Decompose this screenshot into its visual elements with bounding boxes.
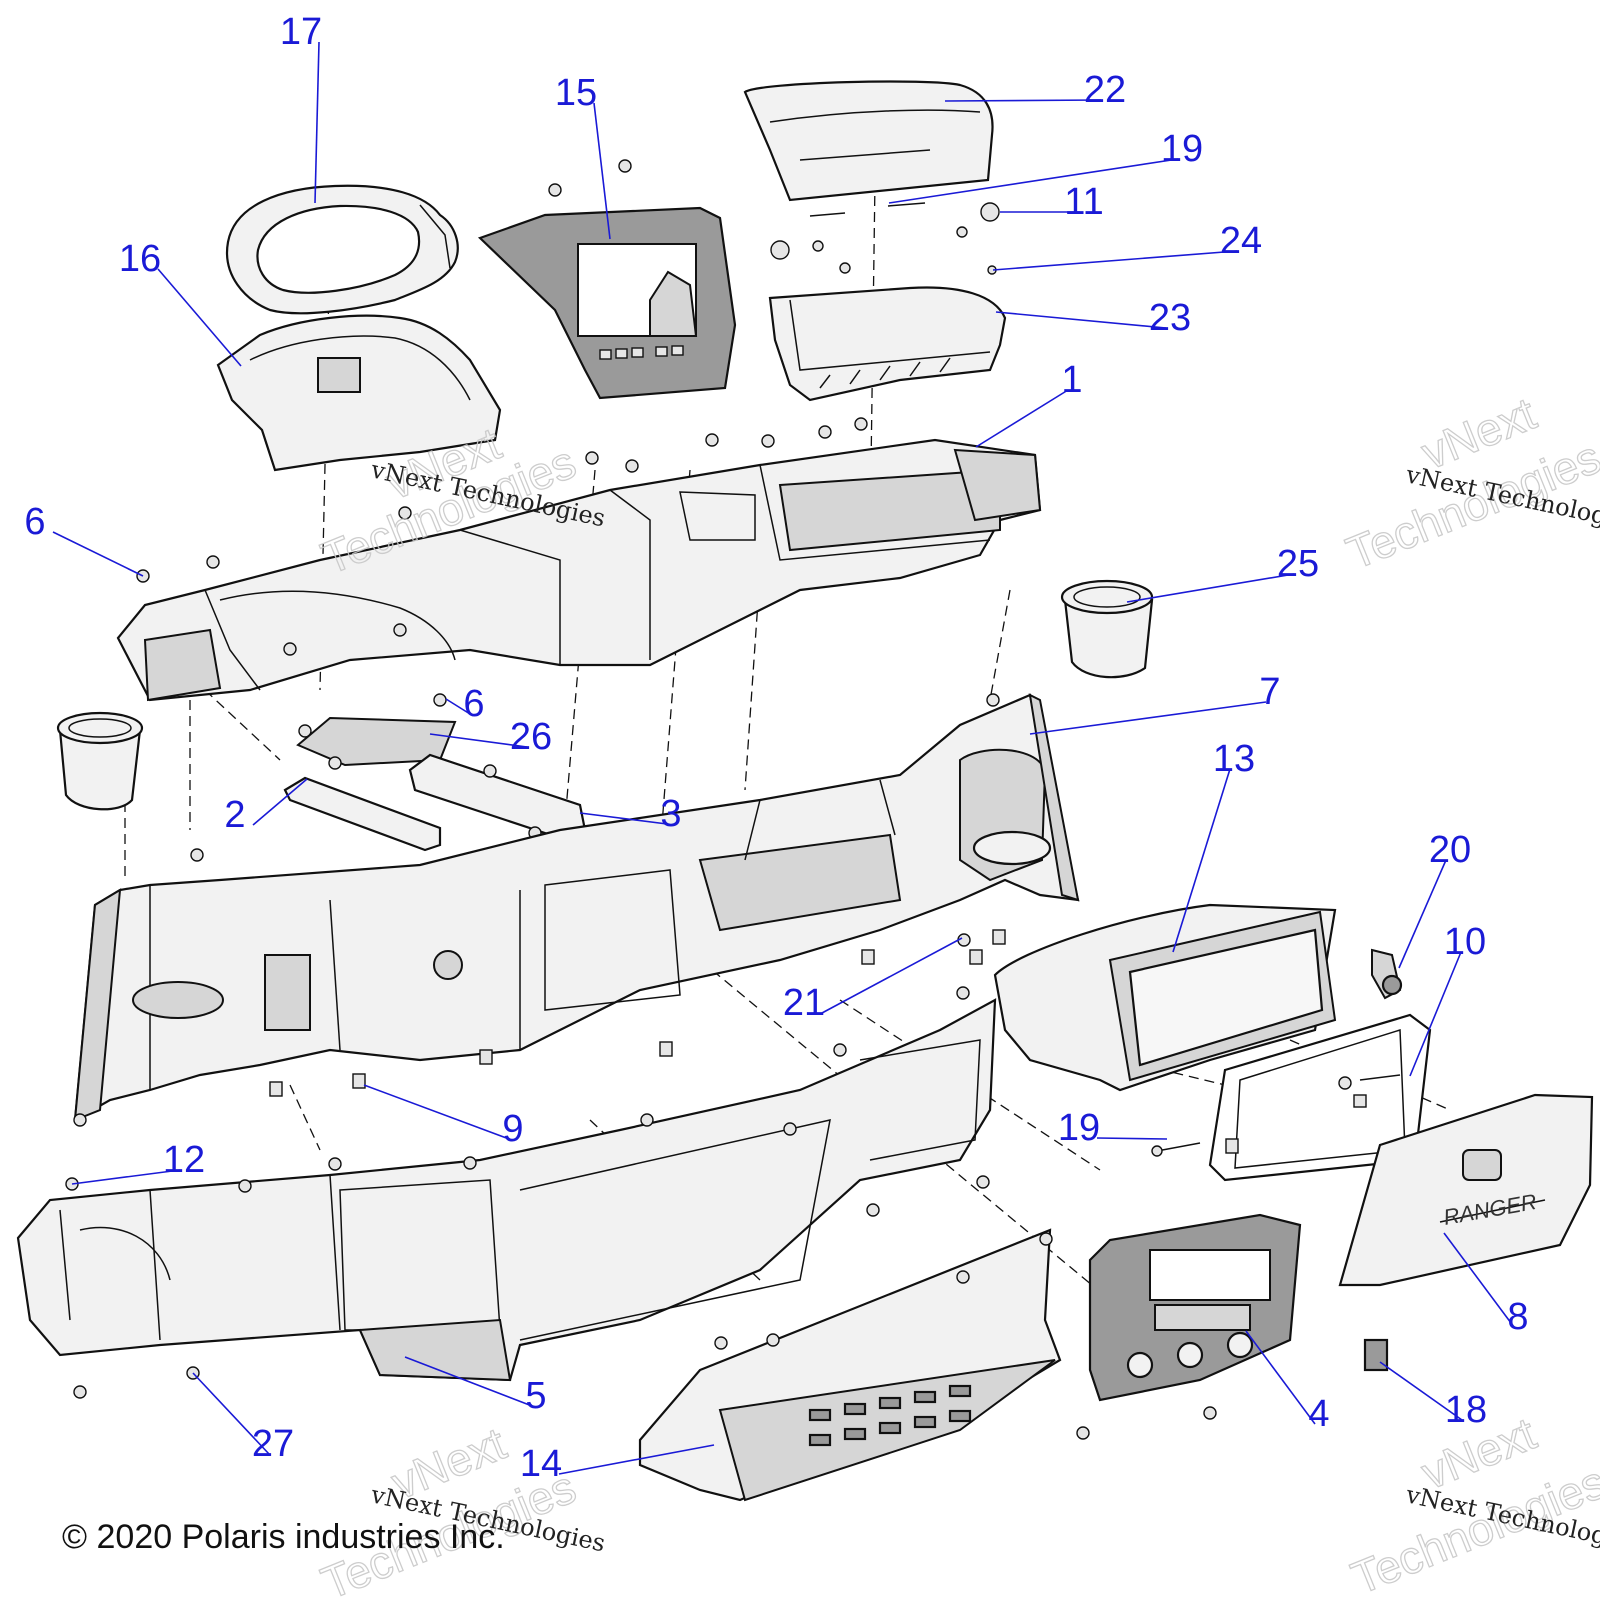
callout-leader-22 xyxy=(944,99,1102,102)
part-8-glove-door: RANGER xyxy=(1338,1093,1594,1287)
callout-leader-27 xyxy=(192,1372,270,1455)
lower-hardware xyxy=(65,1113,1217,1440)
callout-leader-6 xyxy=(52,531,144,577)
part-25-cup-holder xyxy=(1060,579,1154,679)
callout-leader-15 xyxy=(593,102,611,240)
clips-9-21 xyxy=(269,929,1006,1097)
part-14-lower-panel xyxy=(638,1228,1062,1502)
callout-label-26: 26 xyxy=(510,716,552,758)
callout-label-19: 19 xyxy=(1058,1107,1100,1149)
callout-label-2: 2 xyxy=(224,794,245,836)
callout-leader-21 xyxy=(821,937,963,1014)
callout-label-21: 21 xyxy=(783,982,825,1024)
callout-label-16: 16 xyxy=(119,238,161,280)
callout-label-27: 27 xyxy=(252,1423,294,1465)
callout-leader-19 xyxy=(888,158,1179,204)
center-bezel-buttons xyxy=(599,345,684,360)
callout-leader-6 xyxy=(445,698,471,715)
part-20-key-switch xyxy=(1371,948,1403,1000)
callout-leader-14 xyxy=(558,1444,715,1475)
part-23-storage-bin xyxy=(768,286,1007,402)
callout-leader-2 xyxy=(252,778,308,826)
callout-leader-25 xyxy=(1126,573,1295,603)
vent-grille xyxy=(808,1384,972,1447)
callout-leader-23 xyxy=(995,311,1167,329)
part-1-upper-dash xyxy=(116,438,1042,702)
part-17-instrument-bezel xyxy=(225,184,459,315)
callout-label-12: 12 xyxy=(163,1139,205,1181)
callout-label-19: 19 xyxy=(1161,128,1203,170)
callout-label-1: 1 xyxy=(1061,359,1082,401)
callout-label-8: 8 xyxy=(1507,1296,1528,1338)
part-13-gauge-housing xyxy=(993,903,1337,1092)
callout-leader-17 xyxy=(314,41,320,204)
part-22-storage-lid xyxy=(743,80,994,202)
callout-label-11: 11 xyxy=(1064,181,1103,223)
callout-label-4: 4 xyxy=(1308,1393,1329,1435)
callout-leader-10 xyxy=(1409,951,1462,1077)
lower-bolts xyxy=(1151,1074,1401,1157)
callout-label-14: 14 xyxy=(520,1443,562,1485)
callout-leader-18 xyxy=(1379,1361,1463,1421)
upper-dash-hardware xyxy=(136,417,1000,738)
callout-leader-7 xyxy=(1029,701,1267,735)
part-5-lower-dash xyxy=(16,998,997,1382)
callout-leader-12 xyxy=(71,1169,181,1185)
callout-leader-16 xyxy=(157,268,242,367)
callout-leader-8 xyxy=(1443,1232,1515,1328)
callout-label-25: 25 xyxy=(1277,543,1319,585)
callout-label-13: 13 xyxy=(1213,738,1255,780)
callout-leader-20 xyxy=(1398,859,1447,969)
callout-leader-3 xyxy=(579,812,668,825)
callout-label-24: 24 xyxy=(1220,220,1262,262)
callout-label-3: 3 xyxy=(660,793,681,835)
callout-label-18: 18 xyxy=(1445,1389,1487,1431)
callout-leader-24 xyxy=(992,250,1238,271)
callout-label-6: 6 xyxy=(463,683,484,725)
callout-leader-9 xyxy=(363,1084,510,1140)
copyright-notice: © 2020 Polaris industries Inc. xyxy=(62,1518,505,1556)
callout-leader-19 xyxy=(1096,1137,1168,1140)
part-7-main-dash-frame xyxy=(73,693,1080,1123)
callout-label-7: 7 xyxy=(1259,671,1280,713)
top-hardware xyxy=(548,159,1000,275)
callout-leader-4 xyxy=(1245,1330,1316,1425)
callout-label-6: 6 xyxy=(24,501,45,543)
part-2-bracket xyxy=(283,776,442,852)
callout-leader-1 xyxy=(975,389,1069,448)
left-cup-holder xyxy=(56,711,144,811)
callout-leader-13 xyxy=(1172,768,1231,953)
callout-label-5: 5 xyxy=(525,1375,546,1417)
callout-label-22: 22 xyxy=(1084,69,1126,111)
part-16-gauge-mount xyxy=(216,314,502,472)
callout-label-20: 20 xyxy=(1429,829,1471,871)
callout-label-23: 23 xyxy=(1149,297,1191,339)
part-15-center-bezel xyxy=(477,206,737,400)
callout-leader-5 xyxy=(404,1356,533,1407)
callout-leader-26 xyxy=(429,733,528,748)
callout-label-10: 10 xyxy=(1444,921,1486,963)
leader-lines xyxy=(52,41,1515,1475)
callout-label-9: 9 xyxy=(502,1108,523,1150)
part-4-switch-panel xyxy=(1088,1213,1302,1402)
callout-label-15: 15 xyxy=(555,72,597,114)
callout-label-17: 17 xyxy=(280,11,322,53)
